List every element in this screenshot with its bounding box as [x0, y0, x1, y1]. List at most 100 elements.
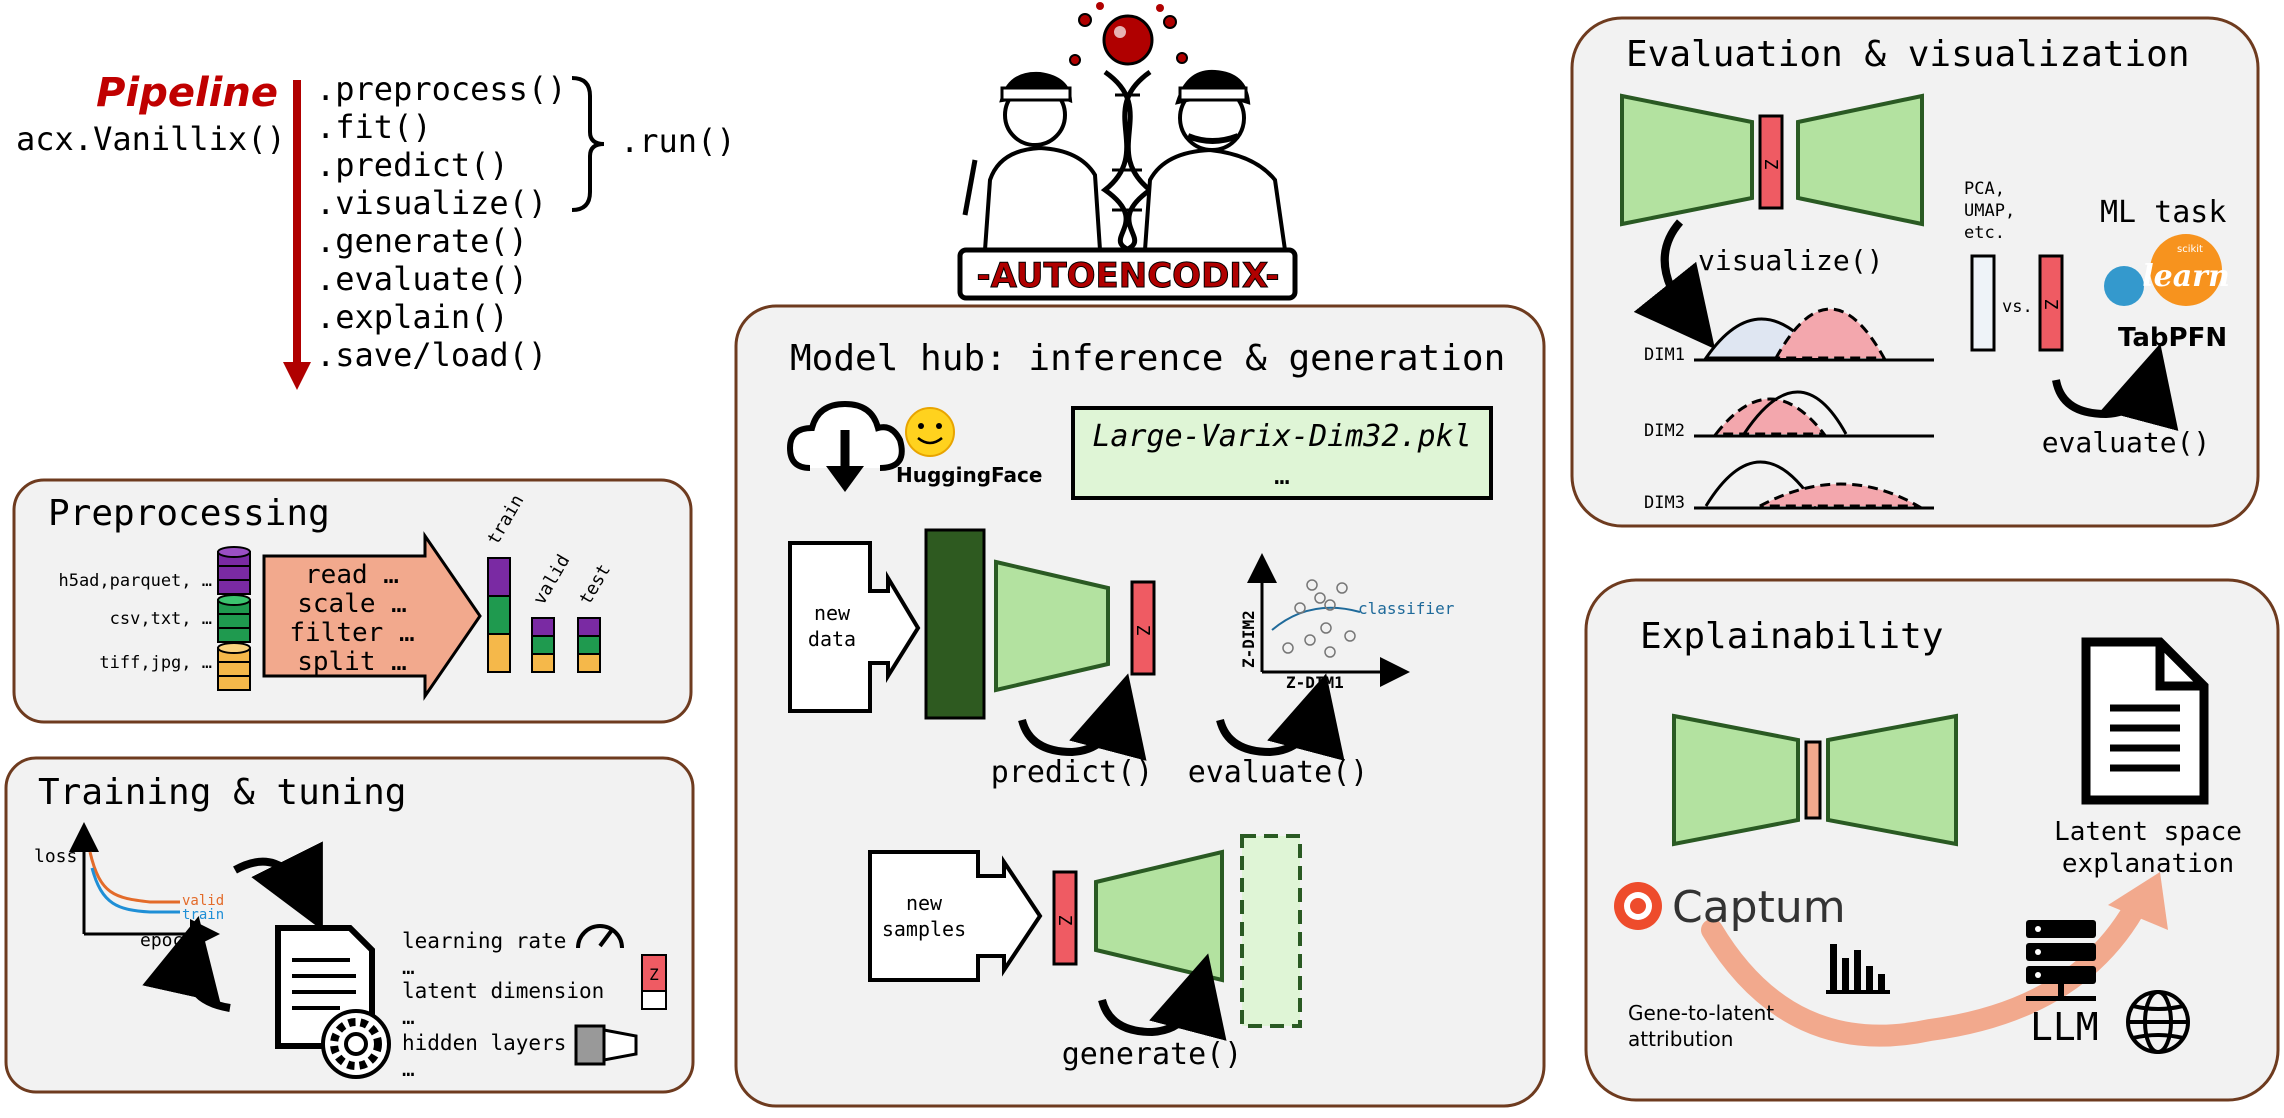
model-hub-title: Model hub: inference & generation: [790, 338, 1505, 379]
ml-task-label: ML task: [2100, 195, 2226, 230]
globe-icon: [2126, 990, 2190, 1054]
latent-expl-line-1: Latent space: [2054, 817, 2242, 847]
server-stack-icon: [2026, 920, 2096, 1001]
bar-chart-icon: [1826, 944, 1890, 994]
param-ellipsis-2: …: [402, 1005, 415, 1029]
reduction-etc: etc.: [1964, 223, 2005, 243]
dim1-label: DIM1: [1644, 345, 1685, 365]
sklearn-logo: scikit learn: [2104, 234, 2230, 306]
visualize-arrow: [1633, 219, 1716, 350]
training-panel: Training & tuning loss epoch valid train…: [4, 756, 695, 1094]
pipeline-arrow-head: [283, 362, 311, 390]
method-predict: .predict(): [316, 146, 509, 184]
speedometer-icon: [576, 924, 624, 949]
eval-z-label: Z: [1760, 159, 1781, 170]
predict-arrow: [1018, 673, 1147, 761]
step-read: read …: [305, 560, 399, 590]
autoencodix-logo: -AUTOENCODIX-: [957, 2, 1298, 301]
sklearn-main-label: learn: [2142, 259, 2230, 294]
captum-label: Captum: [1672, 882, 1846, 933]
param-hidden-layers: hidden layers: [402, 1031, 566, 1055]
density-plots: DIM1 DIM2 DIM3: [1644, 307, 1934, 513]
new-data-label-2: data: [808, 627, 856, 651]
huggingface-icon: [905, 407, 955, 457]
sklearn-top-label: scikit: [2177, 244, 2203, 255]
llm-label: LLM: [2030, 1005, 2099, 1049]
explainability-title: Explainability: [1640, 616, 1943, 657]
evaluation-panel: Evaluation & visualization Z visualize()…: [1570, 16, 2260, 528]
dim2-label: DIM2: [1644, 421, 1685, 441]
database-icon-purple: [217, 546, 251, 595]
step-split: split …: [297, 647, 407, 677]
train-split-bar: [487, 557, 511, 673]
eval-encoder-trapezoid: [1620, 93, 1754, 227]
valid-split-bar: [531, 617, 555, 673]
method-visualize: .visualize(): [316, 184, 547, 222]
format-row-3: tiff,jpg, …: [99, 653, 212, 673]
tabpfn-label: TabPFN: [2118, 323, 2227, 353]
predict-label: predict(): [991, 755, 1154, 790]
input-layer-block: [924, 528, 986, 720]
new-samples-arrow: [868, 850, 1043, 982]
generate-arrow: [1098, 953, 1227, 1041]
document-icon: [2081, 637, 2209, 805]
generator-z-label: Z: [1054, 915, 1075, 926]
latent-z-block: Z: [1130, 580, 1156, 676]
evaluate-arrow: [1216, 673, 1345, 761]
reduction-pca: PCA,: [1964, 179, 2005, 199]
method-save-load: .save/load(): [316, 336, 547, 374]
new-samples-label-2: samples: [882, 917, 966, 941]
pipeline-methods: .preprocess() .fit() .predict() .visuali…: [316, 70, 566, 374]
method-generate: .generate(): [316, 222, 528, 260]
cycle-arrow-top: [233, 841, 323, 931]
scatter-y-label: Z-DIM2: [1239, 610, 1258, 668]
param-latent-dimension: latent dimension: [402, 979, 604, 1003]
new-samples-label-1: new: [906, 891, 943, 915]
model-file-more: …: [1274, 461, 1290, 491]
run-method: .run(): [620, 122, 736, 160]
huggingface-label: HuggingFace: [896, 463, 1042, 487]
compare-z-label: Z: [2040, 299, 2061, 310]
expl-latent-block: [1804, 740, 1822, 820]
training-title: Training & tuning: [38, 772, 406, 813]
classifier-label: classifier: [1358, 599, 1455, 618]
visualize-label: visualize(): [1698, 244, 1883, 277]
compare-latent-block: Z: [2038, 254, 2064, 352]
pipeline-object: acx.Vanillix(): [16, 120, 286, 158]
param-ellipsis-3: …: [402, 1057, 415, 1081]
dim3-label: DIM3: [1644, 493, 1685, 513]
generated-output-block: [1240, 834, 1302, 1028]
explanation-flow-arrow: [1701, 891, 2149, 1047]
vs-label: vs.: [2002, 297, 2033, 317]
legend-train: train: [182, 907, 224, 923]
generator-latent-block: Z: [1052, 870, 1078, 966]
method-fit: .fit(): [316, 108, 432, 146]
database-icon-green: [217, 594, 251, 643]
model-hub-panel: Model hub: inference & generation Huggin…: [734, 304, 1546, 1108]
scatter-x-label: Z-DIM1: [1286, 673, 1344, 692]
expl-encoder-trapezoid: [1672, 713, 1800, 847]
train-loss-curve: [90, 867, 180, 914]
latent-expl-line-2: explanation: [2062, 849, 2234, 879]
latent-block-label: Z: [649, 965, 659, 984]
param-learning-rate: learning rate: [402, 929, 566, 953]
test-split-bar: [577, 617, 601, 673]
cycle-arrow-bottom: [142, 915, 231, 1012]
evaluate-label: evaluate(): [1188, 755, 1369, 790]
expl-decoder-trapezoid: [1826, 713, 1958, 847]
virus-particle-icon: [1102, 14, 1154, 66]
preprocessing-panel: Preprocessing h5ad,parquet, … csv,txt, ……: [12, 478, 693, 724]
explainability-panel: Explainability Latent space explanation …: [1584, 578, 2280, 1102]
step-scale: scale …: [297, 589, 407, 619]
captum-logo-icon: [1614, 882, 1662, 930]
format-row-1: h5ad,parquet, …: [58, 571, 212, 591]
eval-decoder-trapezoid: [1796, 93, 1924, 227]
gear-icon: [321, 1009, 391, 1079]
valid-loss-curve: [88, 851, 180, 904]
method-explain: .explain(): [316, 298, 509, 336]
latent-z-label: Z: [1132, 625, 1153, 636]
run-brace: [571, 76, 605, 212]
model-file-name: Large-Varix-Dim32.pkl: [1092, 419, 1471, 454]
explanation-flow-arrow-head: [2108, 872, 2168, 930]
